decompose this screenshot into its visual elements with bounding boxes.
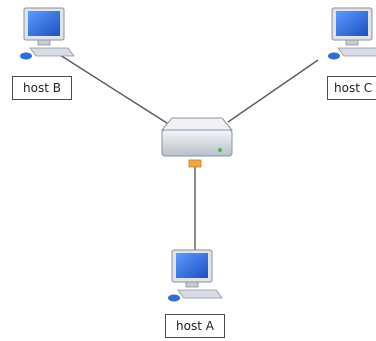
link-hub-to-host-b: [59, 54, 171, 126]
desktop-computer-icon: [167, 249, 223, 302]
host-b-label: host B: [12, 76, 72, 100]
desktop-computer-icon: [19, 7, 75, 60]
network-hub-icon: [160, 117, 234, 168]
host-c-label: host C: [327, 76, 376, 100]
link-hub-to-host-c: [227, 59, 319, 123]
host-a-label: host A: [165, 314, 225, 338]
desktop-computer-icon: [327, 7, 376, 60]
